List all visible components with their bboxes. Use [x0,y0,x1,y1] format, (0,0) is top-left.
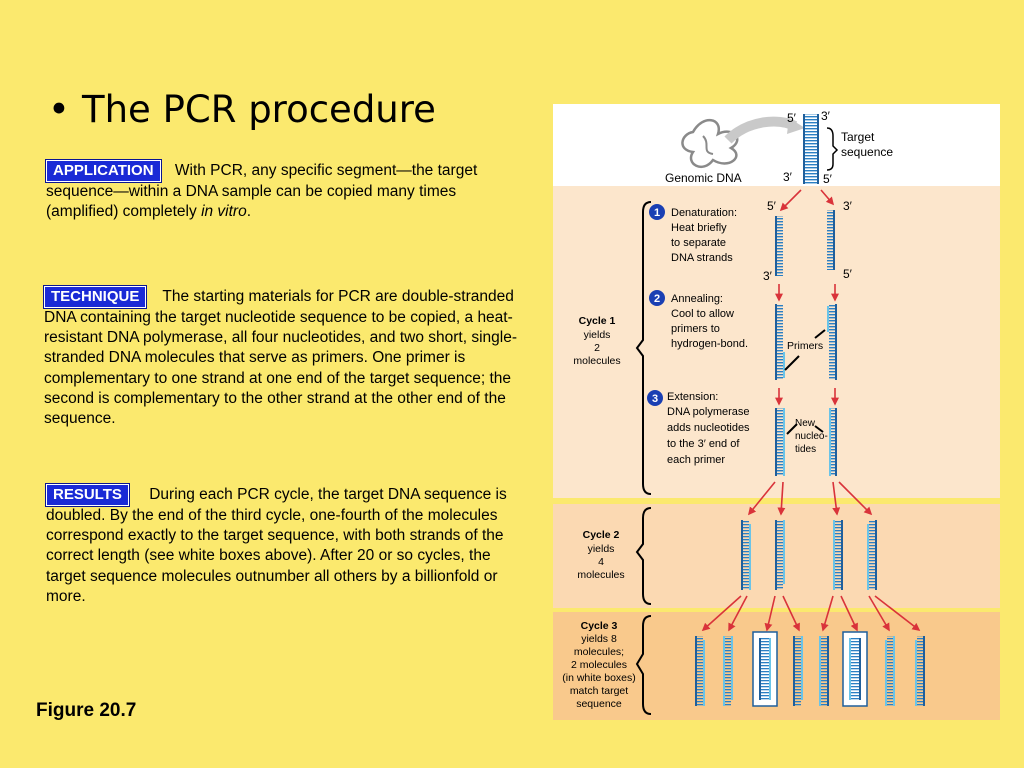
step2-line3: primers to [671,323,720,335]
step1-line1: Denaturation: [671,207,737,219]
cycle3-molecules [695,631,925,707]
step3-line4: to the 3′ end of [667,438,740,450]
genomic-dna-label: Genomic DNA [665,171,742,185]
cycle3-title: Cycle 3 [581,620,618,632]
cycle1-line2: 2 [594,342,600,354]
step1-line2: Heat briefly [671,222,727,234]
pcr-diagram: 5′ 3′ 3′ 5′ Target sequence Genomic DNA … [553,104,1000,720]
den-five-prime-b: 5′ [843,267,853,281]
step1-num: 1 [654,207,660,219]
cycle3-line4: (in white boxes) [562,672,636,684]
cycle2-line3: molecules [577,569,624,581]
top-five-prime: 5′ [787,111,797,125]
cycle3-line3: 2 molecules [571,659,627,671]
application-italic: in vitro [201,203,247,221]
genomic-dna-squiggle [681,119,739,169]
cycle1-line3: molecules [573,355,620,367]
cycle3-line5: match target [570,685,628,697]
top-three-prime-b: 3′ [783,170,793,184]
cycle3-line1: yields 8 [581,633,617,645]
top-dna [803,114,819,184]
extended-strands [775,408,837,476]
technique-text: The starting materials for PCR are doubl… [44,288,517,428]
step3-line5: each primer [667,454,725,466]
top-three-prime: 3′ [821,109,831,123]
primers-label: Primers [787,340,823,352]
top-band [553,104,1000,186]
step2-num: 2 [654,293,660,305]
step2-circle [649,290,665,306]
den-three-prime-b: 3′ [763,269,773,283]
step2-line1: Annealing: [671,293,723,305]
cycle1-title: Cycle 1 [579,315,616,327]
cycle1-line1: yields [584,329,611,341]
slide-title: • The PCR procedure [48,84,436,136]
den-three-prime: 3′ [843,199,853,213]
step3-num: 3 [652,393,658,405]
step1-line3: to separate [671,237,726,249]
figure-caption: Figure 20.7 [36,700,137,721]
cycle2-line1: yields [588,543,615,555]
step2-line2: Cool to allow [671,308,734,320]
cycle2-title: Cycle 2 [583,529,620,541]
application-end: . [246,203,252,221]
results-paragraph: RESULTS During each PCR cycle, the targe… [45,483,526,607]
results-label: RESULTS [45,483,130,507]
annealed-strands [775,304,837,380]
application-text: With PCR, any specific segment—the targe… [46,162,478,221]
title-text: The PCR procedure [82,88,436,131]
denatured-strands [775,210,835,276]
step3-line2: DNA polymerase [667,406,750,418]
results-text: During each PCR cycle, the target DNA se… [46,486,507,605]
cycle3-line2: molecules; [574,646,624,658]
new-nuc-3: tides [795,444,816,455]
step1-line4: DNA strands [671,252,733,264]
new-nuc-1: New [795,418,816,429]
target-label-1: Target [841,130,875,144]
step2-line4: hydrogen-bond. [671,338,748,350]
application-paragraph: APPLICATION With PCR, any specific segme… [45,159,526,222]
new-nuc-2: nucleo- [795,431,828,442]
technique-label: TECHNIQUE [42,285,148,309]
cycle3-line6: sequence [576,698,622,710]
technique-paragraph: TECHNIQUE The starting materials for PCR… [42,285,524,429]
application-label: APPLICATION [45,159,162,183]
target-label-2: sequence [841,145,893,159]
den-five-prime: 5′ [767,199,777,213]
step3-circle [647,390,663,406]
bullet: • [48,88,70,131]
cycle2-line2: 4 [598,556,604,568]
top-five-prime-b: 5′ [823,172,833,186]
step1-circle [649,204,665,220]
step3-line1: Extension: [667,391,718,403]
step3-line3: adds nucleotides [667,422,750,434]
cycle2-molecules [741,520,877,590]
